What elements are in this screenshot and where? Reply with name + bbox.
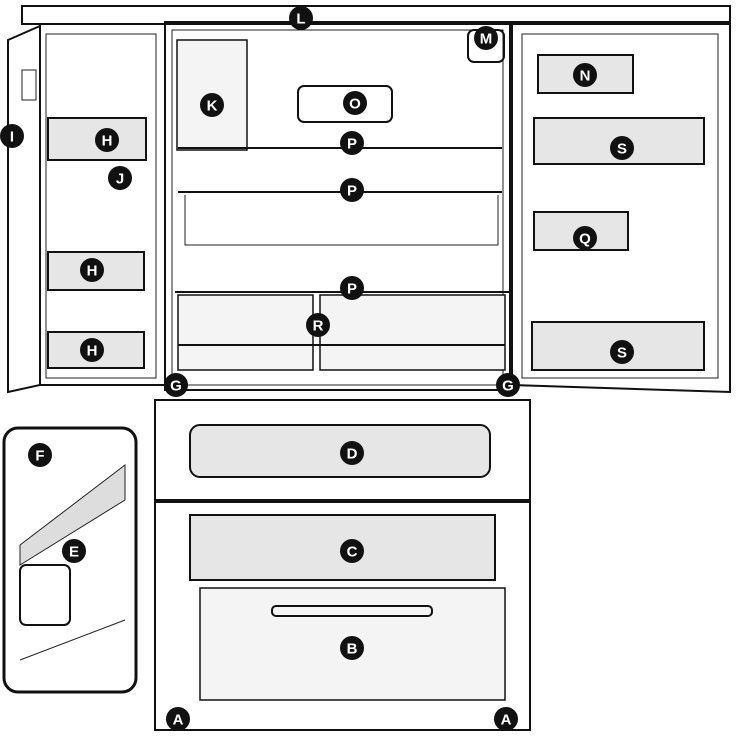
callout-b: B: [340, 636, 364, 660]
crisper-right: [320, 295, 505, 370]
callout-letter: L: [296, 11, 305, 28]
callout-a1: A: [166, 707, 190, 731]
callout-letter: P: [347, 183, 357, 200]
callout-letter: D: [347, 446, 358, 463]
callout-s1: S: [610, 136, 634, 160]
callout-letter: A: [501, 712, 512, 729]
callout-r: R: [306, 313, 330, 337]
callout-d: D: [340, 441, 364, 465]
callout-j: J: [108, 166, 132, 190]
callout-letter: E: [69, 544, 79, 561]
callout-p3: P: [340, 276, 364, 300]
callout-q: Q: [573, 226, 597, 250]
callout-letter: P: [347, 136, 357, 153]
callout-letter: O: [349, 96, 361, 113]
callout-s2: S: [610, 340, 634, 364]
callout-letter: S: [617, 141, 627, 158]
callout-letter: H: [102, 133, 113, 150]
left-door: [8, 24, 165, 392]
callout-g1: G: [164, 373, 188, 397]
crisper-left: [178, 295, 313, 370]
callout-letter: H: [87, 263, 98, 280]
callout-letter: N: [580, 68, 591, 85]
callout-letter: J: [116, 171, 124, 188]
callout-e: E: [62, 539, 86, 563]
callout-letter: B: [347, 641, 358, 658]
callout-letter: A: [173, 712, 184, 729]
callout-letter: H: [87, 343, 98, 360]
callout-m: M: [474, 26, 498, 50]
callout-letter: I: [10, 129, 14, 146]
callout-k: K: [200, 93, 224, 117]
callout-g2: G: [496, 373, 520, 397]
callout-letter: K: [207, 98, 218, 115]
callout-n: N: [573, 63, 597, 87]
callout-h3: H: [80, 338, 104, 362]
callout-letter: P: [347, 281, 357, 298]
callout-c: C: [340, 539, 364, 563]
drawer-d: [190, 425, 490, 477]
callout-i: I: [0, 124, 24, 148]
callout-letter: Q: [579, 231, 591, 248]
callout-letter: M: [480, 31, 493, 48]
callout-letter: S: [617, 345, 627, 362]
callout-letter: C: [347, 544, 358, 561]
callout-h1: H: [95, 128, 119, 152]
callout-letter: R: [313, 318, 324, 335]
callout-o: O: [343, 91, 367, 115]
callout-letter: G: [170, 378, 182, 395]
right-door: [512, 22, 730, 392]
callout-p2: P: [340, 178, 364, 202]
callout-h2: H: [80, 258, 104, 282]
callout-f: F: [28, 443, 52, 467]
callout-a2: A: [494, 707, 518, 731]
callout-l: L: [289, 6, 313, 30]
callout-p1: P: [340, 131, 364, 155]
callout-letter: F: [35, 448, 44, 465]
callout-letter: G: [502, 378, 514, 395]
